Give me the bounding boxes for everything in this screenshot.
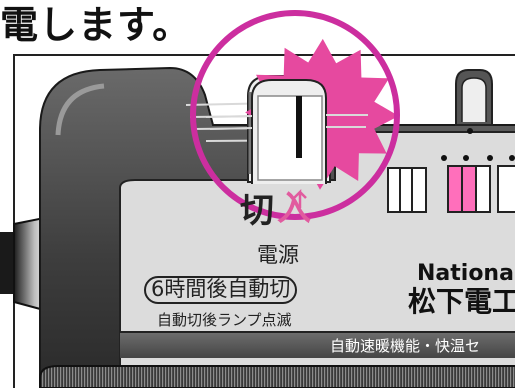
bottom-grille <box>39 365 515 388</box>
feature-strip-label: 自動速暖機能・快温セ <box>330 337 481 355</box>
switch-highlight-circle <box>190 10 400 220</box>
toggle-switch-top <box>251 79 327 184</box>
mode-buttons <box>387 165 515 213</box>
auto-off-label: 6時間後自動切 <box>144 276 298 304</box>
switch-on-label: 入 <box>277 189 311 229</box>
brand-name-en: National <box>417 261 515 286</box>
on-arrow-icon <box>293 188 307 208</box>
feature-strip <box>120 332 515 358</box>
switch-off-label: 切 <box>240 191 274 231</box>
power-label: 電源 <box>257 243 299 267</box>
lamp-note: 自動切後ランプ点滅 <box>157 311 292 329</box>
indicator-dots-icon <box>441 69 515 161</box>
heading-text: 電します。 <box>0 3 192 47</box>
brand-name-jp: 松下電工 <box>408 285 515 318</box>
